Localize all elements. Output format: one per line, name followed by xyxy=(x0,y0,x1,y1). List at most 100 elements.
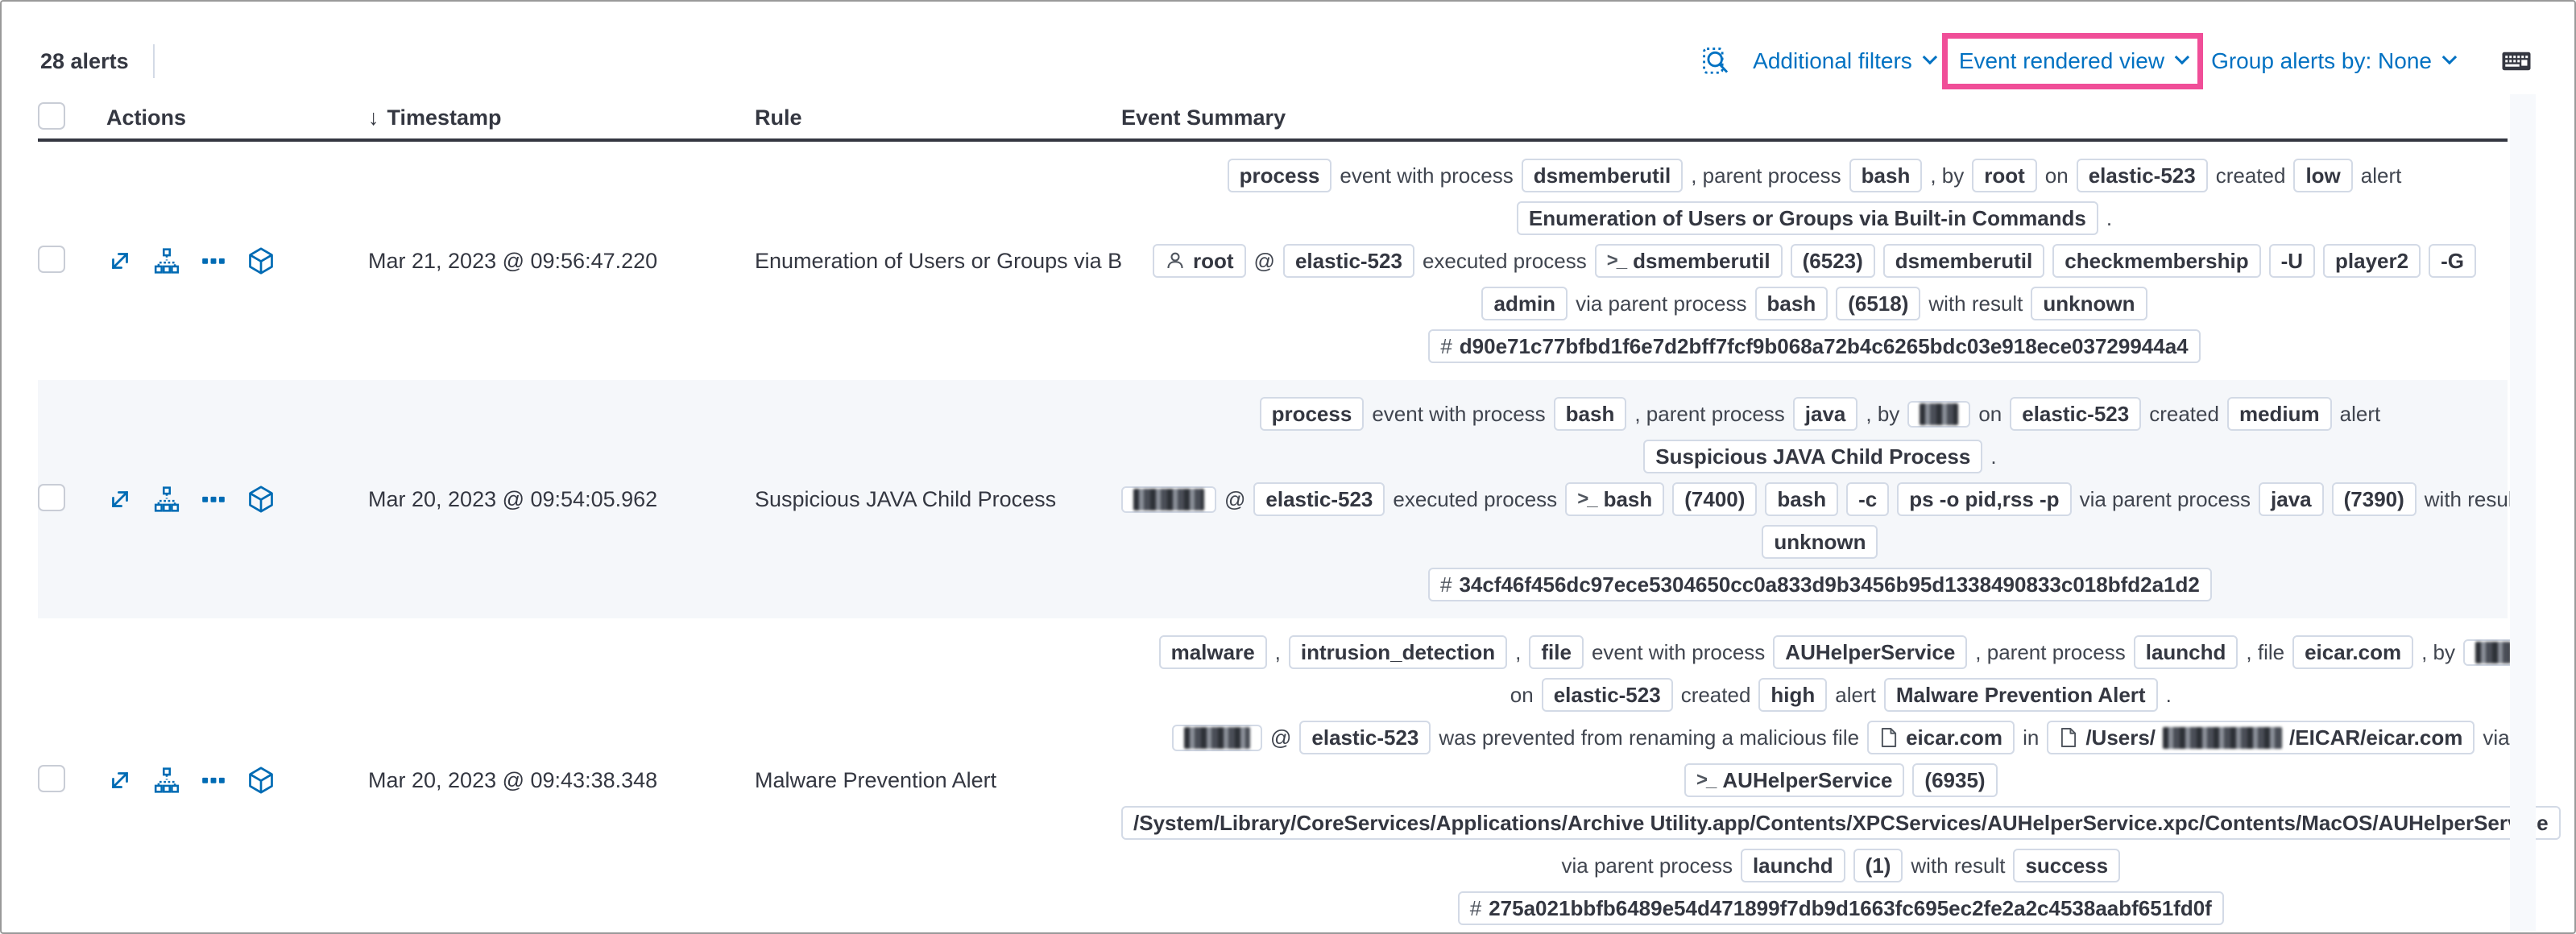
summary-badge-redacted[interactable] xyxy=(1907,400,1971,428)
summary-badge[interactable]: process xyxy=(1227,159,1332,192)
summary-badge[interactable]: -U xyxy=(2268,244,2316,278)
badge-label: bash xyxy=(1603,487,1653,511)
session-view-icon[interactable] xyxy=(246,766,275,795)
summary-text: alert xyxy=(1835,682,1876,707)
summary-badge-redacted[interactable] xyxy=(1121,486,1216,513)
badge-label: bash xyxy=(1766,291,1816,316)
summary-badge[interactable]: elastic-523 xyxy=(1253,482,1385,516)
summary-badge[interactable]: Malware Prevention Alert xyxy=(1883,678,2158,712)
badge-label: /System/Library/CoreServices/Application… xyxy=(1133,811,2549,835)
summary-badge[interactable]: intrusion_detection xyxy=(1288,635,1508,669)
summary-badge[interactable]: medium xyxy=(2226,397,2332,431)
column-header-timestamp[interactable]: ↓ Timestamp xyxy=(368,105,755,130)
summary-badge[interactable]: player2 xyxy=(2323,244,2421,278)
session-view-icon[interactable] xyxy=(246,485,275,514)
summary-badge[interactable]: unknown xyxy=(2031,287,2147,320)
summary-badge[interactable]: #275a021bbfb6489e54d471899f7db9d1663fc69… xyxy=(1457,891,2224,925)
summary-badge[interactable]: checkmembership xyxy=(2052,244,2261,278)
analyze-event-icon[interactable] xyxy=(153,486,180,513)
more-actions-icon[interactable] xyxy=(200,486,227,513)
summary-badge[interactable]: admin xyxy=(1481,287,1568,320)
summary-text: executed process xyxy=(1393,486,1558,511)
badge-label: AUHelperService xyxy=(1785,640,1956,664)
badge-label: -G xyxy=(2441,249,2464,273)
keyboard-shortcuts-icon[interactable] xyxy=(2500,45,2533,77)
badge-label: 275a021bbfb6489e54d471899f7db9d1663fc695… xyxy=(1489,896,2212,920)
summary-badge[interactable]: ps -o pid,rss -p xyxy=(1897,482,2072,516)
summary-badge[interactable]: bash xyxy=(1765,482,1839,516)
expand-alert-icon[interactable] xyxy=(106,247,134,275)
summary-badge[interactable]: bash xyxy=(1849,159,1923,192)
summary-badge[interactable]: >_AUHelperService xyxy=(1684,763,1905,797)
summary-badge[interactable]: unknown xyxy=(1762,525,1878,559)
summary-badge[interactable]: malware xyxy=(1158,635,1267,669)
summary-badge[interactable]: elastic-523 xyxy=(1282,244,1414,278)
summary-badge[interactable]: (7390) xyxy=(2331,482,2417,516)
summary-badge[interactable]: high xyxy=(1758,678,1828,712)
summary-badge[interactable]: bash xyxy=(1553,397,1627,431)
inspect-icon[interactable] xyxy=(1701,46,1732,76)
summary-badge[interactable]: (6518) xyxy=(1836,287,1921,320)
vertical-scrollbar[interactable] xyxy=(2510,94,2536,931)
summary-badge[interactable]: (1) xyxy=(1853,849,1903,882)
summary-badge[interactable]: (6523) xyxy=(1790,244,1875,278)
summary-badge[interactable]: Suspicious JAVA Child Process xyxy=(1643,440,1983,473)
summary-badge[interactable]: process xyxy=(1259,397,1365,431)
summary-badge[interactable]: -G xyxy=(2429,244,2476,278)
summary-badge[interactable]: low xyxy=(2293,159,2353,192)
summary-badge[interactable]: #34cf46f456dc97ece5304650cc0a833d9b3456b… xyxy=(1427,568,2212,601)
row-checkbox[interactable] xyxy=(38,245,65,273)
more-actions-icon[interactable] xyxy=(200,767,227,794)
more-actions-icon[interactable] xyxy=(200,247,227,275)
summary-badge[interactable]: >_dsmemberutil xyxy=(1594,244,1783,278)
summary-badge[interactable]: file xyxy=(1529,635,1584,669)
summary-badge[interactable]: dsmemberutil xyxy=(1521,159,1684,192)
summary-badge[interactable]: AUHelperService xyxy=(1773,635,1968,669)
summary-badge[interactable]: elastic-523 xyxy=(2076,159,2208,192)
summary-badge[interactable]: (6935) xyxy=(1912,763,1998,797)
summary-badge[interactable]: #d90e71c77bfbd1f6e7d2bff7fcf9b068a72b4c6… xyxy=(1428,329,2201,363)
analyze-event-icon[interactable] xyxy=(153,247,180,275)
select-all-checkbox[interactable] xyxy=(38,101,65,130)
alerts-table: Actions ↓ Timestamp Rule Event Summary M… xyxy=(2,97,2574,932)
summary-badge[interactable]: bash xyxy=(1754,287,1828,320)
summary-text: @ xyxy=(1253,248,1275,273)
summary-badge[interactable]: java xyxy=(1792,397,1858,431)
summary-badge[interactable]: root xyxy=(1972,159,2037,192)
summary-badge[interactable]: eicar.com xyxy=(1867,721,2015,754)
group-alerts-by-button[interactable]: Group alerts by: None xyxy=(2211,48,2458,74)
summary-badge[interactable]: dsmemberutil xyxy=(1882,244,2045,278)
expand-alert-icon[interactable] xyxy=(106,486,134,513)
session-view-icon[interactable] xyxy=(246,246,275,275)
summary-badge[interactable]: root xyxy=(1153,244,1246,278)
summary-badge[interactable]: -c xyxy=(1846,482,1890,516)
summary-badge[interactable]: launchd xyxy=(1740,849,1845,882)
file-icon xyxy=(2059,727,2078,748)
summary-badge[interactable]: elastic-523 xyxy=(1541,678,1673,712)
summary-badge[interactable]: /Users//EICAR/eicar.com xyxy=(2047,721,2475,754)
summary-text: , by xyxy=(2421,639,2455,664)
summary-badge-redacted[interactable] xyxy=(1172,724,1262,751)
summary-badge[interactable]: eicar.com xyxy=(2292,635,2414,669)
summary-badge[interactable]: (7400) xyxy=(1672,482,1758,516)
summary-badge[interactable]: elastic-523 xyxy=(1299,721,1431,754)
summary-badge[interactable]: java xyxy=(2259,482,2324,516)
summary-badge[interactable]: elastic-523 xyxy=(2010,397,2142,431)
summary-badge[interactable]: >_bash xyxy=(1565,482,1665,516)
expand-alert-icon[interactable] xyxy=(106,767,134,794)
summary-badge[interactable]: Enumeration of Users or Groups via Built… xyxy=(1516,201,2098,235)
row-checkbox[interactable] xyxy=(38,764,65,792)
additional-filters-button[interactable]: Additional filters xyxy=(1753,48,1937,74)
summary-badge[interactable]: /System/Library/CoreServices/Application… xyxy=(1121,806,2561,840)
badge-label: AUHelperService xyxy=(1722,768,1893,792)
analyze-event-icon[interactable] xyxy=(153,767,180,794)
summary-badge[interactable]: launchd xyxy=(2133,635,2238,669)
summary-badge[interactable]: success xyxy=(2013,849,2121,882)
chevron-down-icon xyxy=(2441,49,2458,64)
row-checkbox[interactable] xyxy=(38,483,65,511)
event-rendered-view-selector[interactable]: Event rendered view xyxy=(1959,48,2190,74)
badge-label: -U xyxy=(2280,249,2304,273)
